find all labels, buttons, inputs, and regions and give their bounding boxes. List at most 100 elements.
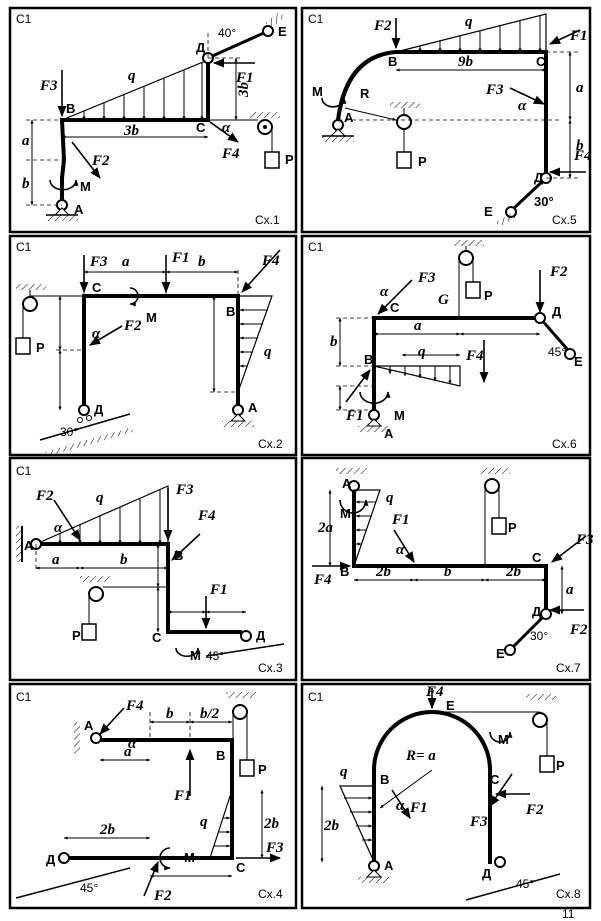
- page-number: 11: [562, 907, 575, 921]
- svg-text:F3: F3: [575, 532, 594, 548]
- svg-text:M: M: [184, 850, 195, 865]
- svg-text:F4: F4: [465, 348, 484, 364]
- svg-text:A: A: [344, 110, 354, 125]
- svg-text:C: C: [92, 280, 102, 295]
- svg-text:2b: 2b: [99, 822, 116, 838]
- svg-text:q: q: [264, 344, 272, 360]
- svg-text:F2: F2: [153, 888, 172, 904]
- svg-text:Д: Д: [256, 628, 266, 643]
- svg-text:B: B: [174, 548, 183, 563]
- svg-text:P: P: [484, 288, 493, 303]
- svg-text:F3: F3: [417, 270, 436, 286]
- svg-text:Сх.7: Сх.7: [556, 661, 581, 675]
- svg-text:Д: Д: [532, 604, 542, 619]
- svg-text:F1: F1: [171, 250, 190, 266]
- svg-text:B: B: [216, 748, 225, 763]
- svg-text:M: M: [190, 648, 201, 663]
- svg-text:F2: F2: [123, 318, 142, 334]
- svg-text:F4: F4: [221, 146, 240, 162]
- svg-text:A: A: [248, 400, 258, 415]
- svg-text:C: C: [196, 120, 206, 135]
- svg-text:M: M: [498, 732, 509, 747]
- svg-text:a: a: [52, 552, 60, 568]
- svg-text:C: C: [236, 860, 246, 875]
- svg-text:a: a: [22, 133, 30, 149]
- svg-text:40°: 40°: [218, 26, 236, 40]
- svg-text:3b: 3b: [236, 82, 252, 99]
- panel-tag: C1: [16, 12, 32, 26]
- svg-text:P: P: [418, 154, 427, 169]
- svg-text:B: B: [380, 772, 389, 787]
- svg-text:α: α: [54, 520, 63, 536]
- svg-text:30°: 30°: [60, 425, 78, 439]
- svg-text:E: E: [446, 698, 455, 713]
- svg-text:Сх.5: Сх.5: [552, 213, 577, 227]
- svg-text:b: b: [166, 706, 174, 722]
- svg-text:Сх.4: Сх.4: [258, 887, 283, 901]
- svg-text:α: α: [396, 542, 405, 558]
- svg-text:P: P: [36, 340, 45, 355]
- svg-text:F3: F3: [265, 840, 284, 856]
- svg-text:F2: F2: [569, 622, 588, 638]
- svg-text:Д: Д: [94, 402, 104, 417]
- svg-text:F2: F2: [525, 802, 544, 818]
- svg-text:q: q: [465, 14, 473, 30]
- svg-text:E: E: [496, 646, 505, 661]
- svg-text:E: E: [278, 24, 287, 39]
- svg-text:G: G: [438, 292, 449, 308]
- svg-text:3b: 3b: [123, 123, 140, 139]
- svg-text:M: M: [80, 179, 91, 194]
- svg-text:F3: F3: [39, 78, 58, 94]
- svg-text:a: a: [566, 582, 574, 598]
- svg-text:M: M: [394, 408, 405, 423]
- svg-text:Д: Д: [552, 304, 562, 319]
- svg-text:2b: 2b: [263, 816, 280, 832]
- svg-text:C1: C1: [308, 12, 324, 26]
- svg-text:a: a: [576, 80, 584, 96]
- svg-text:F1: F1: [569, 28, 588, 44]
- svg-text:C1: C1: [16, 240, 32, 254]
- svg-text:F3: F3: [89, 254, 108, 270]
- panel-scheme-8: C1 Сх.8 F4 F1 F2: [308, 684, 581, 901]
- svg-text:b: b: [330, 334, 338, 350]
- svg-text:F3: F3: [485, 82, 504, 98]
- svg-text:C: C: [490, 772, 500, 787]
- svg-text:F2: F2: [549, 264, 568, 280]
- svg-text:C1: C1: [16, 464, 32, 478]
- svg-text:B: B: [226, 304, 235, 319]
- svg-text:P: P: [556, 758, 565, 773]
- svg-text:F4: F4: [573, 148, 592, 164]
- panel-scheme-2: C1 Сх.2: [15, 240, 283, 457]
- svg-text:F2: F2: [35, 488, 54, 504]
- svg-text:P: P: [508, 520, 517, 535]
- svg-text:F1: F1: [345, 408, 364, 424]
- svg-text:α: α: [92, 326, 101, 342]
- svg-text:E: E: [574, 354, 583, 369]
- svg-text:b: b: [576, 138, 584, 154]
- svg-text:q: q: [418, 344, 426, 360]
- svg-text:Сх.6: Сх.6: [552, 437, 577, 451]
- svg-text:F2: F2: [373, 18, 392, 34]
- svg-text:F1: F1: [209, 582, 228, 598]
- svg-text:M: M: [312, 84, 323, 99]
- svg-text:F4: F4: [261, 253, 280, 269]
- svg-text:C: C: [152, 630, 162, 645]
- svg-text:Д: Д: [482, 866, 492, 881]
- svg-text:C1: C1: [308, 240, 324, 254]
- svg-text:q: q: [128, 68, 136, 84]
- svg-text:B: B: [66, 101, 75, 116]
- svg-text:A: A: [24, 538, 34, 553]
- svg-text:9b: 9b: [458, 54, 474, 70]
- panel-scheme-6: C1 Сх.6: [308, 240, 583, 451]
- svg-text:Сх.2: Сх.2: [258, 437, 283, 451]
- panel-scheme-5: C1 Сх.5: [308, 12, 592, 228]
- svg-text:C: C: [532, 550, 542, 565]
- svg-text:45°: 45°: [206, 649, 224, 663]
- svg-text:F4: F4: [125, 698, 144, 714]
- svg-text:A: A: [384, 426, 394, 441]
- svg-text:F4: F4: [313, 572, 332, 588]
- panel-scheme-7: Сх.7 F4 F1: [312, 468, 594, 675]
- svg-text:b: b: [444, 564, 452, 580]
- svg-text:Д: Д: [46, 852, 56, 867]
- svg-text:45°: 45°: [548, 345, 566, 359]
